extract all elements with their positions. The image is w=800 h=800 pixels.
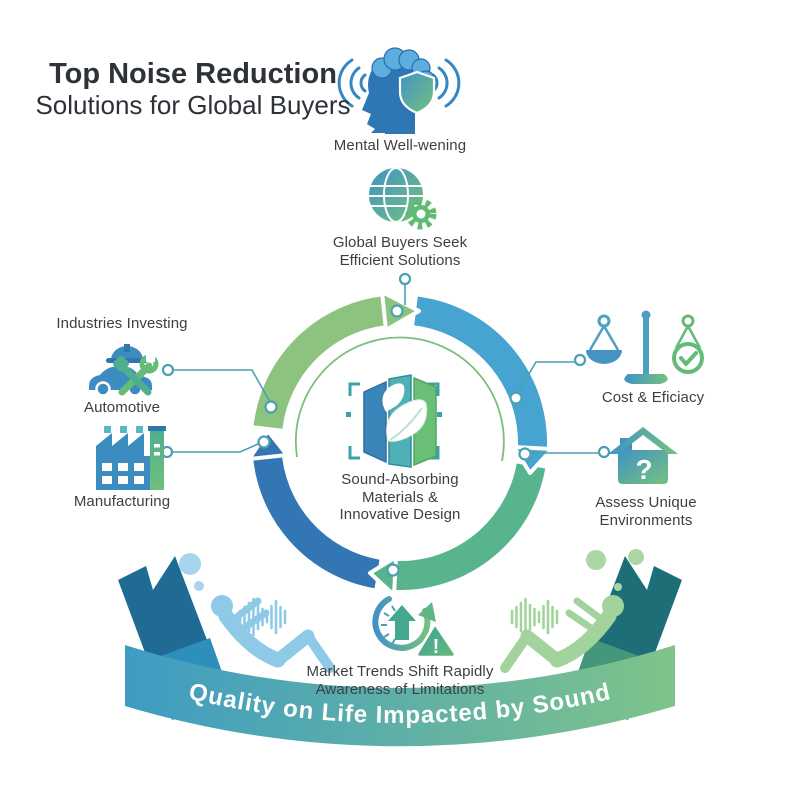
globe-gear-icon (369, 168, 437, 230)
clock-refresh-warning-icon: ! (372, 596, 457, 659)
up-arrow-icon (388, 605, 416, 640)
label-automotive: Automotive (83, 399, 161, 416)
page-title: Top Noise Reduction Solutions for Global… (28, 58, 358, 120)
leaf-icon (382, 383, 428, 442)
panel-left (363, 380, 387, 464)
tools-icon (113, 354, 159, 396)
exclamation-glyph: ! (433, 636, 440, 658)
refresh-arrowhead-icon (418, 602, 436, 622)
head-shield-soundwaves-icon (337, 47, 461, 134)
label-industries-header: Industries Investing (56, 315, 188, 332)
scale-left-pan (586, 314, 622, 364)
roof (608, 427, 678, 454)
check-icon (679, 351, 698, 366)
person-left-body (218, 597, 335, 673)
label-mental-wellbeing: Mental Well-wening (333, 137, 467, 154)
cycle-ring (247, 290, 554, 597)
car-hardhat-tools-icon (89, 344, 159, 397)
shield-icon (398, 70, 436, 115)
label-global-buyers: Global Buyers Seek Efficient Solutions (332, 234, 468, 269)
house-question-icon: ? (608, 427, 678, 485)
soundwave-arcs-icon (337, 58, 461, 108)
ribbon-banner: Quality on Life Impacted by Sound (125, 645, 675, 747)
label-manufacturing: Manufacturing (73, 493, 171, 510)
relaxing-person-left (179, 553, 335, 673)
acoustic-panels-leaf-icon (346, 374, 442, 468)
relaxing-person-right (500, 549, 644, 673)
label-assess-environments: Assess Unique Environments (595, 494, 697, 529)
question-mark-glyph: ? (635, 454, 652, 485)
label-cost-efficacy: Cost & Eficiacy (601, 389, 705, 406)
ribbon-tail-right (593, 556, 682, 666)
scale-right-check (672, 314, 704, 374)
connector-lines (171, 284, 599, 454)
soundwave-bars-right (510, 597, 559, 637)
warning-triangle-icon: ! (415, 622, 457, 659)
factory-windows (102, 463, 144, 484)
soundwave-bars-left (238, 597, 287, 637)
title-line2: Solutions for Global Buyers (35, 90, 351, 120)
ribbon-tail-left (118, 556, 207, 666)
title-line1: Top Noise Reduction (49, 58, 337, 90)
clock-ticks (381, 605, 396, 645)
gear-icon (405, 198, 437, 230)
person-right-body (500, 597, 617, 673)
label-center-materials: Sound-Absorbing Materials & Innovative D… (339, 471, 461, 523)
label-market-trends: Market Trends Shift Rapidly Awareness of… (306, 663, 494, 698)
balance-scale-check-icon (586, 310, 704, 384)
factory-icon (96, 426, 166, 490)
ring-node-dots (257, 304, 532, 577)
